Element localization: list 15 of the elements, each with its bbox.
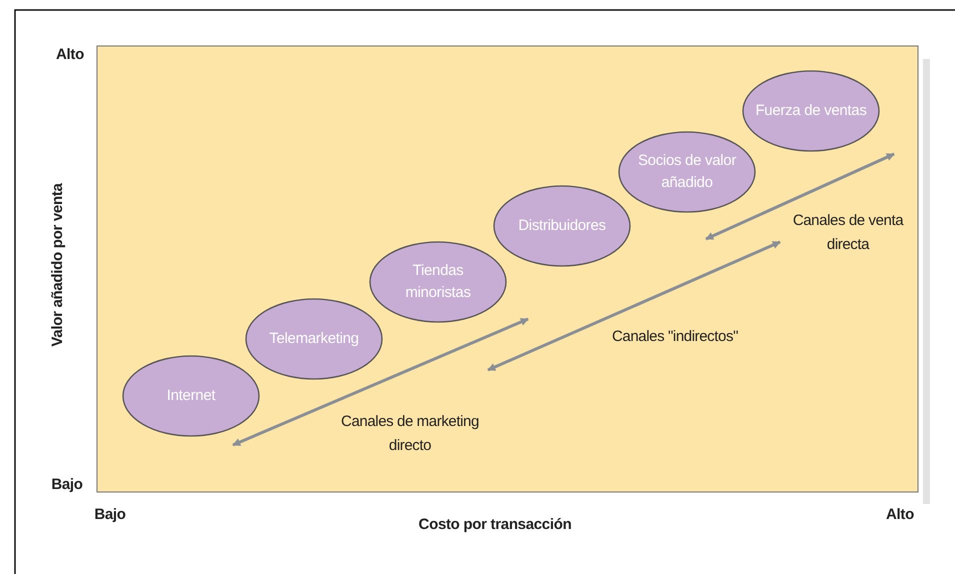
node-label: Telemarketing (269, 329, 359, 349)
axis-tick-label: Bajo (50, 475, 84, 495)
axis-tick-label: Alto (55, 45, 85, 65)
channel-label: Canales de venta directa (792, 211, 905, 255)
channel-label: Canales "indirectos" (610, 327, 740, 347)
node-label: Distribuidores (518, 216, 606, 236)
axis-title: Costo por transacción (418, 515, 572, 535)
node-label: Socios de valor añadido (636, 151, 738, 193)
channel-label: Canales de marketing directo (340, 412, 480, 456)
node-label: Internet (166, 386, 216, 406)
node-label: Tiendas minoristas (404, 261, 472, 303)
axis-tick-label: Bajo (93, 505, 127, 525)
axis-title: Valor añadido por venta (48, 182, 67, 349)
node-label: Fuerza de ventas (755, 101, 867, 121)
axis-tick-label: Alto (885, 505, 915, 525)
